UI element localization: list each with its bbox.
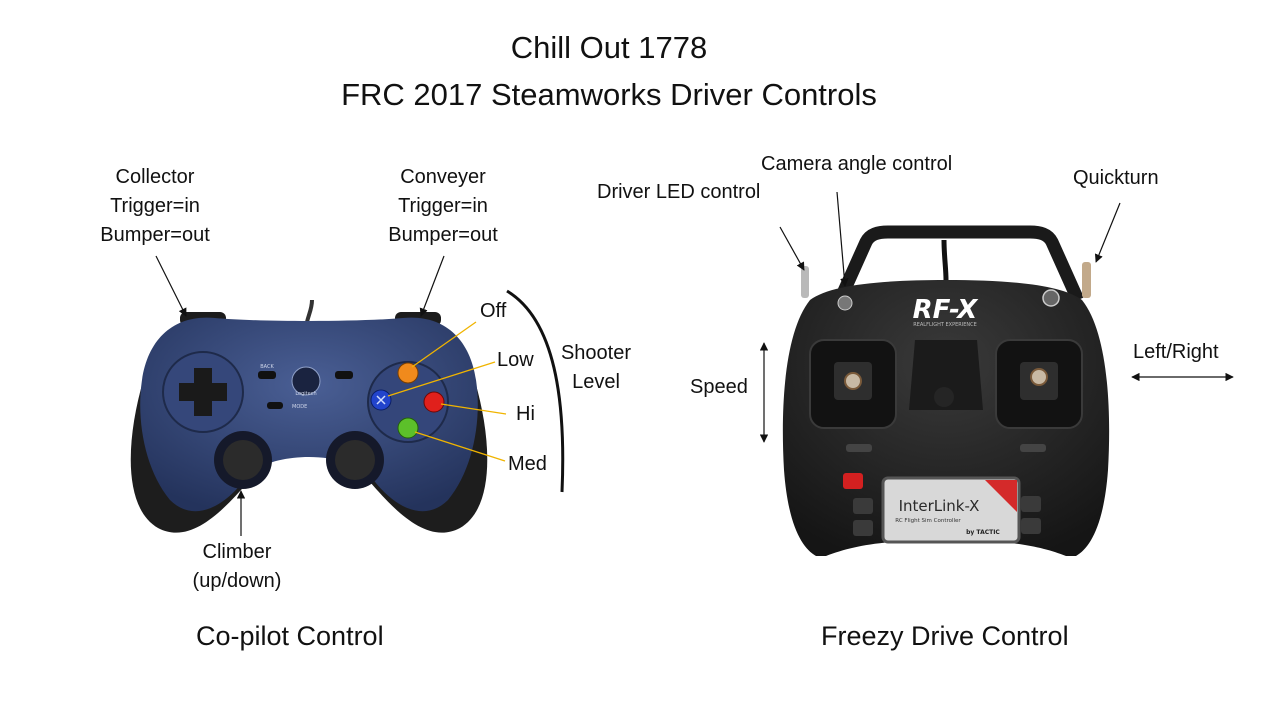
collector-title: Collector <box>115 166 195 188</box>
conveyer-bumper: Bumper=out <box>388 224 498 246</box>
back-label: BACK <box>260 364 274 370</box>
camera-arrow <box>836 191 849 287</box>
logitech-logo: Logitech <box>295 391 316 397</box>
title-line-2: FRC 2017 Steamworks Driver Controls <box>341 77 877 112</box>
camera-label: Camera angle control <box>761 153 953 175</box>
carry-handle <box>834 225 1084 303</box>
conveyer-arrow <box>419 255 445 317</box>
dpad <box>179 368 227 416</box>
collector-label: Collector Trigger=in Bumper=out <box>90 163 220 250</box>
speed-label: Speed <box>690 376 748 398</box>
climber-label: Climber (up/down) <box>176 538 298 596</box>
transmitter-image: RF-X REALFLIGHT EXPERIENCE InterLink-X R… <box>782 225 1110 556</box>
rfx-tagline: REALFLIGHT EXPERIENCE <box>913 322 977 328</box>
low-label: Low <box>497 349 534 371</box>
collector-bumper: Bumper=out <box>100 224 210 246</box>
quickturn-arrow <box>1094 202 1121 263</box>
conveyer-trigger: Trigger=in <box>398 195 488 217</box>
power-button <box>843 473 863 489</box>
gamepad-image: BACK Logitech MODE <box>130 299 488 533</box>
med-label: Med <box>508 453 547 475</box>
button-leader-lines <box>387 321 507 462</box>
quickturn-label: Quickturn <box>1073 167 1159 189</box>
collector-trigger: Trigger=in <box>110 195 200 217</box>
back-button <box>258 371 276 379</box>
screen-maker: by TACTIC <box>966 529 1000 536</box>
shooter-level: Level <box>572 371 620 393</box>
right-stick <box>335 440 375 480</box>
shooter-title: Shooter <box>560 342 632 364</box>
b-button-hi <box>423 391 445 413</box>
screen-subtitle: RC Flight Sim Controller <box>895 518 961 524</box>
mode-label: MODE <box>292 404 307 410</box>
off-label: Off <box>480 300 507 322</box>
climber-title: Climber <box>202 541 272 563</box>
y-button-off <box>397 362 419 384</box>
rfx-logo: RF-X <box>913 295 980 325</box>
lcd-screen <box>881 476 1021 544</box>
a-button-med <box>397 417 419 439</box>
led-label: Driver LED control <box>597 181 761 203</box>
driver-caption: Freezy Drive Control <box>821 621 1069 651</box>
collector-arrow <box>155 255 187 317</box>
right-gimbal <box>1030 368 1048 386</box>
title-line-1: Chill Out 1778 <box>510 30 708 65</box>
conveyer-label: Conveyer Trigger=in Bumper=out <box>378 163 508 250</box>
copilot-caption: Co-pilot Control <box>196 621 384 651</box>
quickturn-switch <box>1082 262 1091 298</box>
shooter-label: Shooter Level <box>548 339 644 397</box>
leftright-label: Left/Right <box>1133 341 1219 363</box>
start-button <box>335 371 353 379</box>
conveyer-title: Conveyer <box>400 166 486 188</box>
camera-knob <box>837 295 853 311</box>
climber-direction: (up/down) <box>192 570 282 592</box>
left-stick <box>223 440 263 480</box>
hi-label: Hi <box>516 403 535 425</box>
mode-button <box>267 402 283 409</box>
left-gimbal <box>844 372 862 390</box>
led-arrow <box>779 226 805 271</box>
led-switch <box>801 266 809 298</box>
screen-title: InterLink-X <box>899 497 980 515</box>
shooter-bracket <box>506 289 565 493</box>
